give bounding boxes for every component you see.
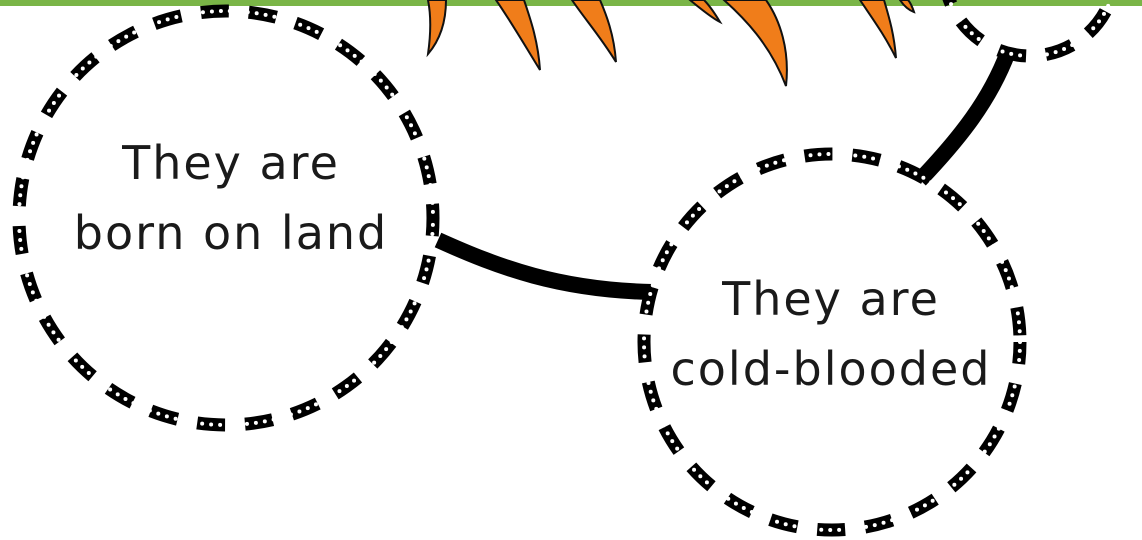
bubble-text-line: cold-blooded	[646, 334, 1016, 404]
connector-born-to-cold	[438, 240, 652, 292]
flame-spikes-icon	[428, 0, 914, 86]
bubble-text-line: They are	[646, 264, 1016, 334]
bubble-born-on-land: They are born on land	[48, 128, 414, 268]
bubble-cold-blooded: They are cold-blooded	[646, 264, 1016, 404]
bubble-border-top-right	[944, 0, 1116, 56]
connector-cold-to-top	[920, 52, 1008, 180]
bubble-text-line: They are	[48, 128, 414, 198]
bubble-text-line: born on land	[48, 198, 414, 268]
